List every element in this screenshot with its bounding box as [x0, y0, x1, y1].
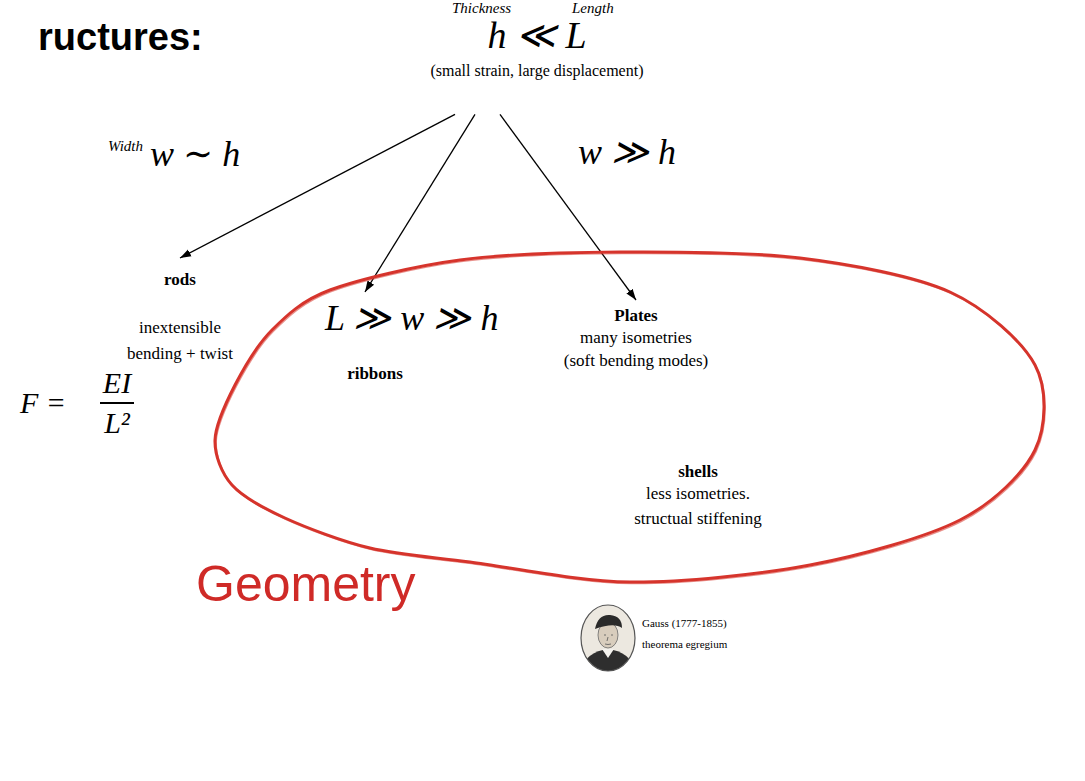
- region-outline: [205, 245, 1045, 590]
- gauss-portrait: [576, 602, 640, 674]
- slide-heading: ructures:: [38, 16, 203, 60]
- node-text: less isometries.: [646, 484, 750, 504]
- fraction-bar: [100, 402, 134, 404]
- rods-box: rods inextensible bending + twist F = EI L²: [12, 258, 241, 446]
- node-text: ribbons: [347, 364, 403, 384]
- annotation-label: theorema egregium: [642, 638, 727, 651]
- node-text: bending + twist: [127, 344, 233, 364]
- region-outline-stroke: [215, 252, 1044, 582]
- node-text: EI: [103, 368, 131, 398]
- node-text: (small strain, large displacement): [431, 62, 644, 80]
- node-text: (soft bending modes): [564, 351, 708, 371]
- annotation-label: Width: [108, 138, 143, 155]
- top-node: ThicknessLengthh ≪ L(small strain, large…: [405, 0, 649, 114]
- annotation-label: Gauss (1777-1855): [642, 617, 727, 630]
- node-text: L²: [104, 408, 130, 438]
- plates-box: Platesmany isometries (soft bending modes…: [560, 300, 714, 377]
- ribbons-box: L ≫ w ≫ h ribbons: [319, 292, 504, 390]
- node-text: inextensible: [139, 318, 221, 338]
- node-text: structual stiffening: [634, 509, 762, 529]
- shells-box: shellsless isometries. structual stiffeni…: [600, 458, 768, 535]
- annotation-label: w ≫ h: [578, 132, 676, 173]
- annotation-label: w ∼ h: [150, 134, 240, 175]
- node-text: many isometries: [580, 328, 692, 348]
- node-heading: Geometry: [196, 556, 416, 614]
- node-heading: rods: [164, 270, 196, 290]
- geometry-region: GeometryL ≫ w ≫ hribbonsPlatesmany isome…: [205, 245, 1045, 590]
- node-text: h ≪ L: [487, 14, 586, 58]
- node-heading: L ≫ w ≫ h: [325, 298, 498, 339]
- node-heading: Plates: [614, 306, 657, 326]
- node-heading: shells: [678, 462, 718, 482]
- node-text: F =: [20, 388, 66, 418]
- region-outline-brush: [216, 254, 1045, 584]
